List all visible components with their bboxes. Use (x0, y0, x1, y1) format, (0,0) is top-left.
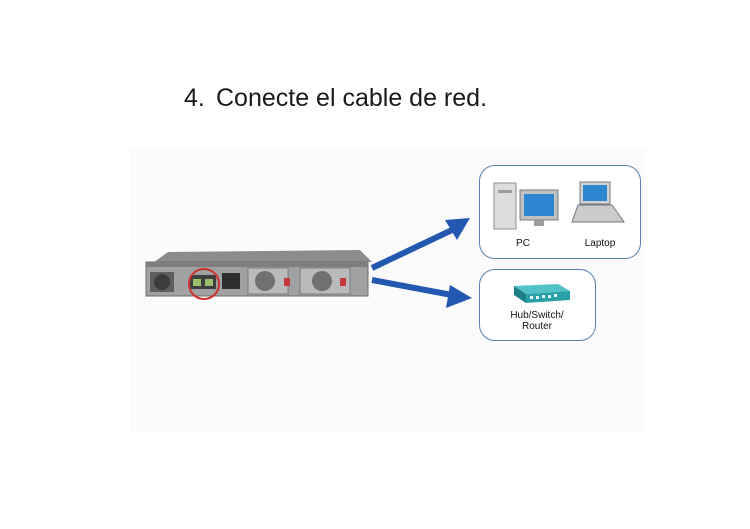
network-device-box (479, 269, 596, 341)
step-text: Conecte el cable de red. (216, 84, 488, 112)
pc-icon (493, 182, 559, 230)
laptop-icon (571, 181, 625, 223)
arrow-to-hub (371, 277, 472, 308)
step-number: 4. (184, 84, 205, 112)
lan-port-highlight-circle (188, 268, 220, 300)
step-title: 4. Conecte el cable de red. (184, 84, 487, 113)
pc-label: PC (516, 238, 530, 249)
hub-label: Hub/Switch/ Router (510, 310, 564, 332)
arrow-to-pc (370, 218, 470, 271)
server-rear-panel (145, 250, 372, 297)
laptop-label: Laptop (584, 238, 616, 249)
hub-icon (514, 284, 570, 303)
